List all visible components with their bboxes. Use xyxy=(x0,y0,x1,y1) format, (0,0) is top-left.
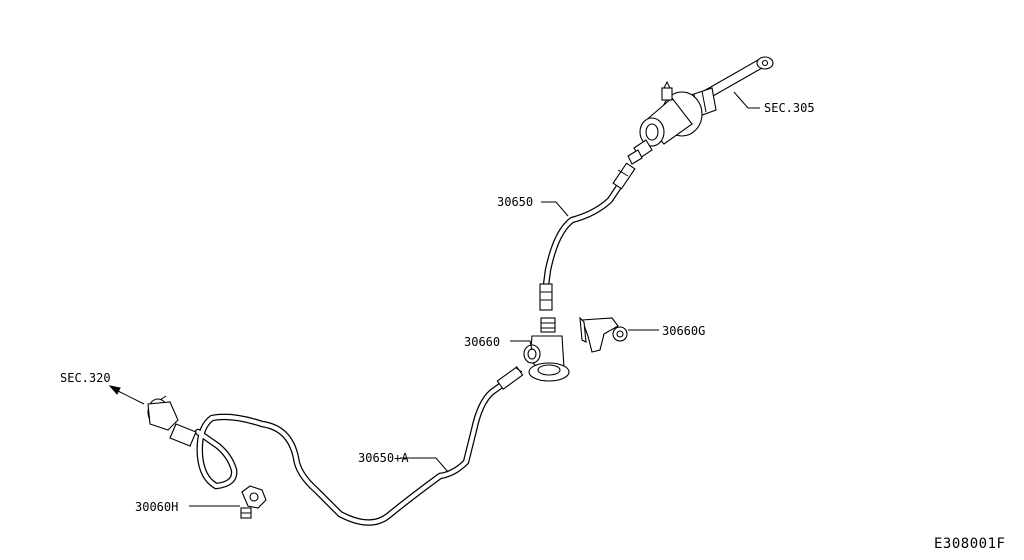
label-30650a: 30650+A xyxy=(358,451,409,465)
lower-hose-30650a xyxy=(194,366,524,526)
label-30650: 30650 xyxy=(497,195,533,209)
clip-30060h xyxy=(240,485,267,519)
figure-code: E308001F xyxy=(934,536,1005,552)
damper-fitting-30660 xyxy=(523,317,570,382)
label-30060h: 30060H xyxy=(135,500,178,514)
upper-hose-30650 xyxy=(539,162,636,311)
label-sec-320: SEC.320 xyxy=(60,371,111,385)
slave-connector xyxy=(147,395,197,447)
leader-lines xyxy=(108,91,760,507)
label-30660: 30660 xyxy=(464,335,500,349)
clip-30660g xyxy=(579,316,628,353)
master-cylinder xyxy=(627,56,774,165)
label-sec-305: SEC.305 xyxy=(764,101,815,115)
label-30660g: 30660G xyxy=(662,324,705,338)
